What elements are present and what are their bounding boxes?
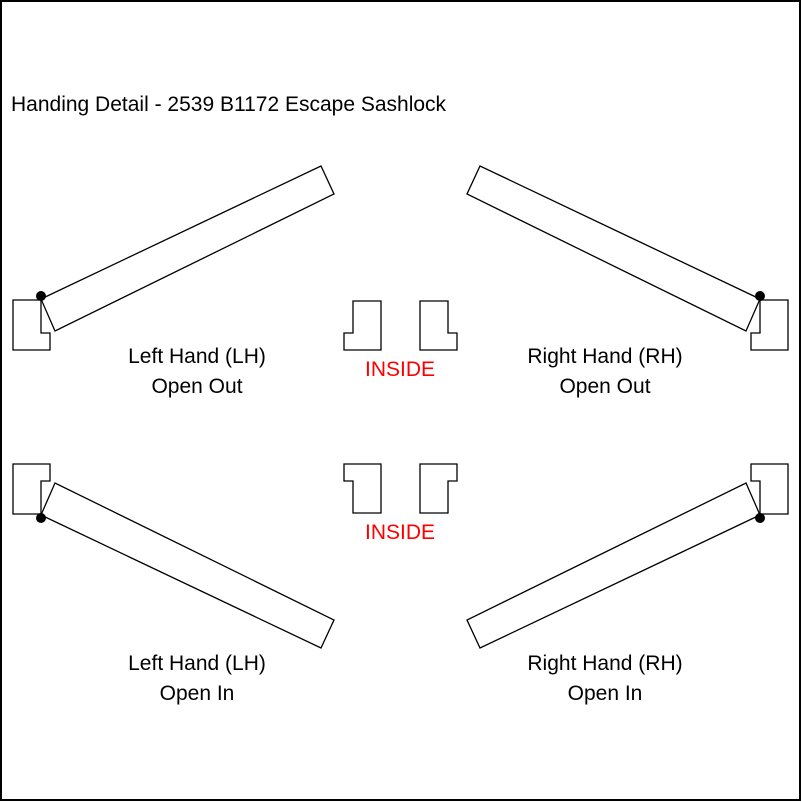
diagram-title: Handing Detail - 2539 B1172 Escape Sashl… (11, 93, 447, 116)
frame-section-right (419, 463, 458, 514)
frame-section-right (419, 300, 458, 351)
panel-label-line1: Right Hand (RH) (527, 345, 682, 368)
rh-open-out-diagram: Right Hand (RH) Open Out (466, 165, 789, 398)
door-leaf-rh-in (466, 482, 761, 649)
panel-label-line2: Open Out (151, 375, 242, 398)
hinge-icon (36, 291, 46, 301)
panel-label-line2: Open In (160, 682, 235, 705)
door-leaf-rh-out (466, 165, 761, 332)
hinge-icon (755, 291, 765, 301)
frame-section-left (343, 300, 382, 351)
door-leaf-lh-out (40, 165, 335, 332)
door-frame-rh-in (750, 463, 789, 515)
hinge-icon (36, 513, 46, 523)
rh-open-in-diagram: Right Hand (RH) Open In (466, 463, 789, 705)
inside-frames-bottom: INSIDE (343, 463, 458, 544)
door-leaf-lh-in (40, 482, 335, 649)
panel-label-line1: Right Hand (RH) (527, 652, 682, 675)
panel-label-line1: Left Hand (LH) (128, 345, 266, 368)
frame-section-left (343, 463, 382, 514)
inside-label: INSIDE (365, 358, 435, 381)
lh-open-in-diagram: Left Hand (LH) Open In (12, 463, 335, 705)
inside-label: INSIDE (365, 521, 435, 544)
panel-label-line1: Left Hand (LH) (128, 652, 266, 675)
panel-label-line2: Open Out (559, 375, 650, 398)
lh-open-out-diagram: Left Hand (LH) Open Out (12, 165, 335, 398)
hinge-icon (755, 513, 765, 523)
door-frame-lh-in (12, 463, 51, 515)
inside-frames-top: INSIDE (343, 300, 458, 381)
panel-label-line2: Open In (568, 682, 643, 705)
